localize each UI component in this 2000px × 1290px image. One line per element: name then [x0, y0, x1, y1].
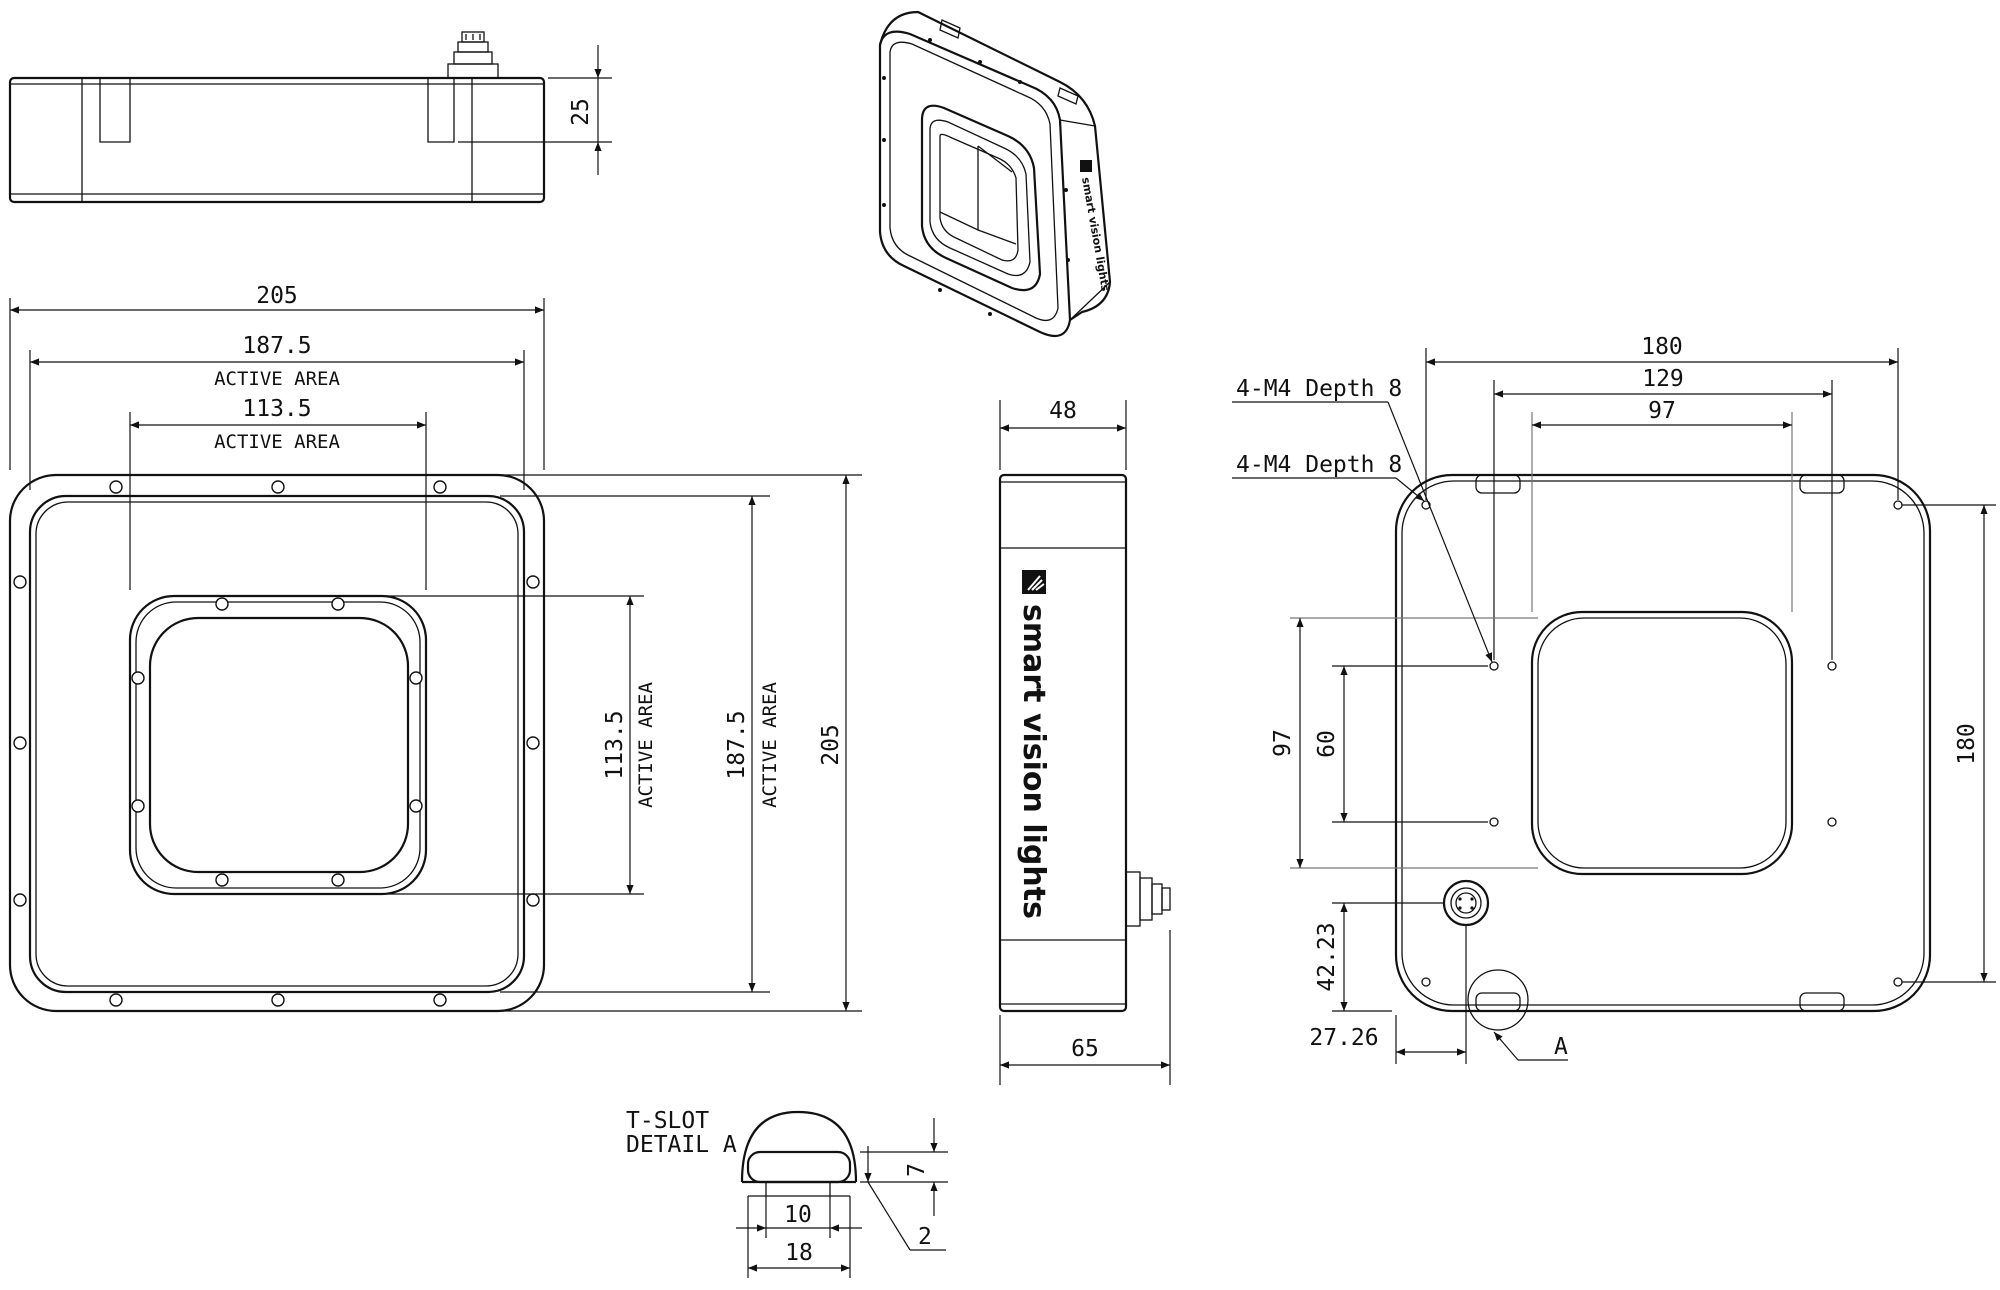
- top-view: 25: [8, 31, 612, 204]
- brand-logo-icon: [1080, 160, 1092, 172]
- back-aperture-v-dim: 97: [1270, 729, 1296, 757]
- tslot-detail: T-SLOT DETAIL A 7 2 10 18: [626, 1108, 948, 1278]
- connector-y-dim: 42.23: [1314, 922, 1340, 991]
- m4-callout-lower: 4-M4 Depth 8: [1236, 452, 1402, 478]
- front-width-dim: 205: [256, 283, 298, 309]
- side-brand-label: smart vision lights: [1016, 604, 1051, 919]
- back-width-dim: 180: [1641, 334, 1683, 360]
- side-connector-icon: [1125, 871, 1171, 927]
- front-height-dim: 205: [818, 724, 844, 766]
- back-hole-v-dim: 60: [1314, 730, 1340, 758]
- back-height-dim: 180: [1954, 723, 1980, 765]
- connector-icon: [447, 31, 499, 79]
- front-inner-active-dim: 113.5: [242, 396, 311, 422]
- detail-ref-label: A: [1554, 1034, 1568, 1060]
- front-view: 205 187.5 ACTIVE AREA 113.5 ACTIVE AREA …: [8, 283, 862, 1013]
- front-outer-active-label: ACTIVE AREA: [214, 368, 340, 390]
- side-view: smart vision lights 48 65: [998, 398, 1171, 1085]
- back-view: 180 129 97 180 97 60 42.23: [1232, 334, 1996, 1064]
- back-connector-icon: [1442, 879, 1490, 927]
- tslot-outer-width-dim: 18: [785, 1240, 813, 1266]
- side-depth-dim: 48: [1049, 398, 1077, 424]
- tslot-title-line1: T-SLOT: [626, 1108, 709, 1134]
- back-hole-spacing-dim: 129: [1642, 366, 1684, 392]
- front-inner-active-label: ACTIVE AREA: [214, 431, 340, 453]
- brand-logo-icon: [1022, 570, 1046, 594]
- tslot-radius-dim: 2: [918, 1224, 932, 1250]
- side-total-dim: 65: [1071, 1036, 1099, 1062]
- tslot-inner-width-dim: 10: [784, 1202, 812, 1228]
- front-outer-active-v-label: ACTIVE AREA: [759, 682, 781, 808]
- isometric-view: smart vision lights: [878, 10, 1112, 338]
- top-height-dim: 25: [568, 98, 594, 126]
- back-aperture-dim: 97: [1648, 398, 1676, 424]
- connector-x-dim: 27.26: [1309, 1025, 1378, 1051]
- tslot-height-dim: 7: [904, 1163, 930, 1177]
- front-outer-active-dim: 187.5: [242, 333, 311, 359]
- front-outer-active-v-dim: 187.5: [724, 710, 750, 779]
- iso-brand-label: smart vision lights: [1079, 176, 1112, 292]
- tslot-title-line2: DETAIL A: [626, 1132, 737, 1158]
- front-inner-active-v-label: ACTIVE AREA: [635, 682, 657, 808]
- front-inner-active-v-dim: 113.5: [602, 710, 628, 779]
- m4-callout-upper: 4-M4 Depth 8: [1236, 376, 1402, 402]
